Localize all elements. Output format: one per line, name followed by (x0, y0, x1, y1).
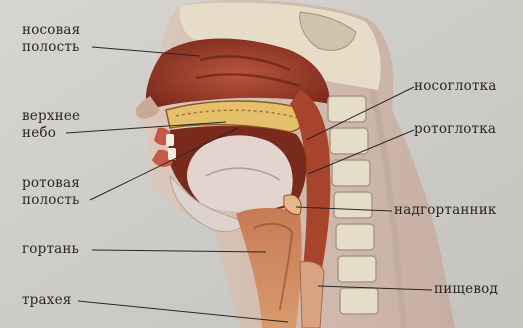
label-nasal-cavity-line2: полость (22, 39, 80, 56)
label-nasal-cavity: носовая полость (22, 22, 80, 56)
label-hard-palate: верхнее небо (22, 108, 80, 142)
label-hard-palate-line2: небо (22, 125, 80, 142)
label-esophagus: пищевод (434, 281, 498, 298)
esophagus-shape (300, 261, 324, 328)
upper-teeth (166, 134, 174, 146)
label-oral-cavity-line1: ротовая (22, 175, 80, 192)
label-nasopharynx: носоглотка (414, 78, 497, 95)
label-trachea: трахея (22, 292, 71, 309)
label-larynx: гортань (22, 241, 79, 258)
label-oropharynx: ротоглотка (414, 121, 496, 138)
label-oral-cavity-line2: полость (22, 192, 80, 209)
label-epiglottis: надгортанник (394, 202, 497, 219)
label-oral-cavity: ротовая полость (22, 175, 80, 209)
label-hard-palate-line1: верхнее (22, 108, 80, 125)
tongue (187, 135, 293, 211)
label-nasal-cavity-line1: носовая (22, 22, 80, 39)
